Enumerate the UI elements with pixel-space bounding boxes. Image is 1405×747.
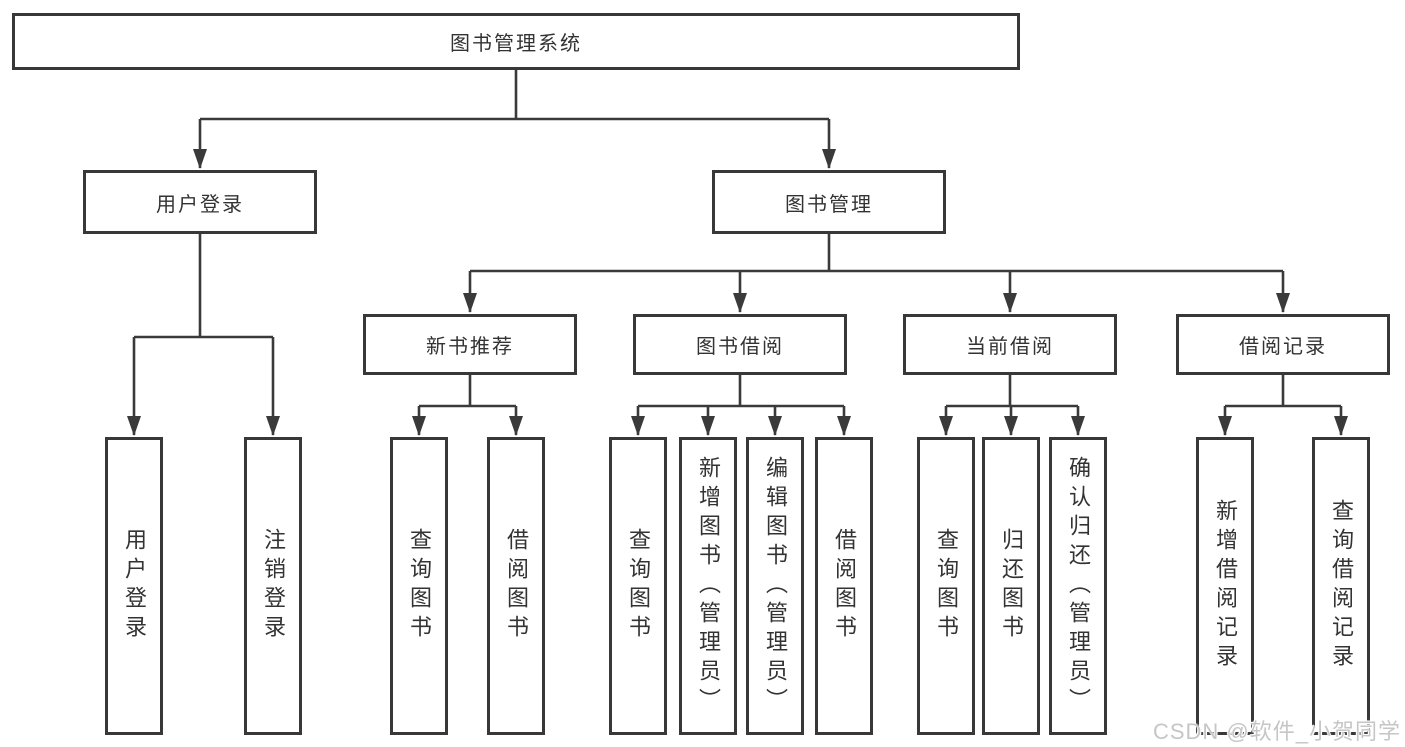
node-label: 新增借阅记录 (1213, 499, 1238, 673)
leaf-confirm-return-admin: 确认归还（管理员） (1049, 437, 1107, 735)
node-label: 注销登录 (261, 528, 286, 644)
node-label: 借阅记录 (1239, 336, 1327, 358)
node-label: 图书借阅 (696, 336, 784, 358)
node-label: 归还图书 (999, 528, 1024, 644)
leaf-user-login: 用户登录 (105, 437, 163, 735)
connector-current-borrow (946, 375, 1078, 408)
connector-new-book (419, 375, 516, 408)
node-label: 新增图书（管理员） (696, 455, 721, 717)
node-new-book-recommend: 新书推荐 (363, 314, 577, 375)
leaf-edit-books-admin: 编辑图书（管理员） (746, 437, 804, 735)
leaf-borrow-books-recommend: 借阅图书 (487, 437, 545, 735)
leaf-query-books-recommend: 查询图书 (390, 437, 448, 735)
node-label: 用户登录 (156, 193, 244, 216)
node-label: 查询图书 (934, 528, 959, 644)
leaf-return-books: 归还图书 (982, 437, 1040, 735)
connector-borrow-records (1225, 375, 1341, 408)
leaf-logout: 注销登录 (244, 437, 302, 735)
leaf-query-borrow-record: 查询借阅记录 (1312, 437, 1370, 735)
leaf-borrow-books: 借阅图书 (815, 437, 873, 735)
connector-book-management (470, 234, 1283, 273)
node-label: 图书管理系统 (450, 33, 582, 55)
node-label: 确认归还（管理员） (1066, 455, 1091, 717)
node-label: 编辑图书（管理员） (763, 455, 788, 717)
node-label: 图书管理 (785, 193, 873, 216)
node-current-borrow: 当前借阅 (903, 314, 1117, 375)
node-label: 借阅图书 (832, 528, 857, 644)
leaf-query-books-current: 查询图书 (917, 437, 975, 735)
connector-book-borrow (638, 375, 844, 408)
node-label: 借阅图书 (504, 528, 529, 644)
connector-root (200, 70, 829, 121)
leaf-query-books-borrow: 查询图书 (609, 437, 667, 735)
node-label: 新书推荐 (426, 336, 514, 358)
node-label: 查询借阅记录 (1329, 499, 1354, 673)
watermark: CSDN @软件_小贺同学 (1152, 719, 1401, 744)
connector-user-login (134, 234, 273, 339)
node-book-management: 图书管理 (712, 170, 946, 234)
node-user-login: 用户登录 (83, 170, 317, 234)
node-label: 查询图书 (626, 528, 651, 644)
node-label: 用户登录 (122, 528, 147, 644)
node-label: 当前借阅 (966, 336, 1054, 358)
leaf-add-borrow-record: 新增借阅记录 (1196, 437, 1254, 735)
node-borrow-records: 借阅记录 (1176, 314, 1390, 375)
node-label: 查询图书 (407, 528, 432, 644)
node-library-system: 图书管理系统 (12, 13, 1020, 70)
node-book-borrow: 图书借阅 (633, 314, 847, 375)
leaf-add-books-admin: 新增图书（管理员） (679, 437, 737, 735)
